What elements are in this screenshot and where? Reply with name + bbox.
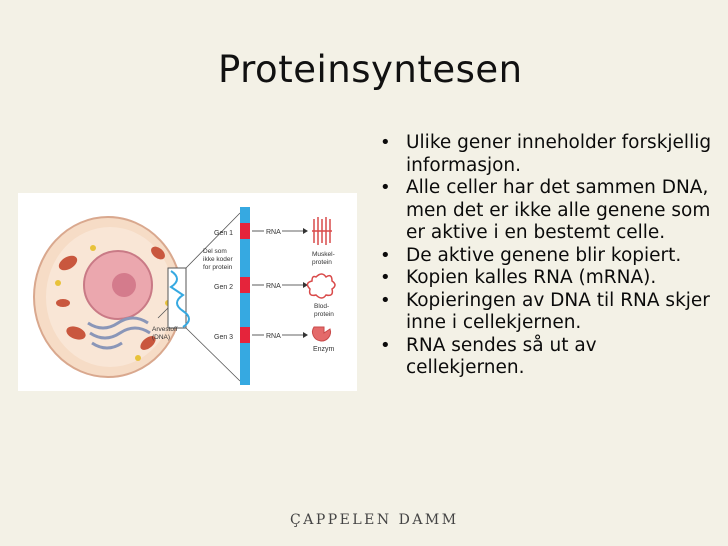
bullet-text: Alle celler har det sammen DNA, men det … [406, 177, 711, 243]
arvestoff-label-2: (DNA) [152, 334, 170, 341]
gene-marker [240, 327, 250, 343]
cell-dna-illustration: Gen 1 Del som ikke koder for protein Gen… [33, 207, 336, 385]
bullet-item: • Ulike gener inneholder forskjellig info… [380, 132, 720, 177]
arvestoff-label-1: Arvestoff [152, 326, 178, 333]
vesicle [55, 280, 61, 286]
bullet-text: De aktive genene blir kopiert. [406, 244, 682, 266]
bullet-dot: • [380, 177, 391, 198]
slide-title: Proteinsyntesen [218, 48, 523, 91]
dna-bar [240, 207, 250, 385]
nucleolus [112, 273, 136, 297]
zoom-line [185, 212, 241, 269]
enzyme-icon [312, 326, 331, 342]
blood-label-2: protein [314, 311, 334, 318]
bullet-text: Kopieringen av DNA til RNA skjer inne i … [406, 289, 710, 334]
muscle-label-1: Muskel- [312, 251, 335, 258]
muscle-label-2: protein [312, 259, 332, 266]
blood-label-1: Blod- [314, 303, 329, 310]
del-label-1: Del som [203, 248, 227, 255]
bullet-text: RNA sendes så ut av cellekjernen. [406, 334, 597, 379]
bullet-list: • Ulike gener inneholder forskjellig info… [380, 132, 720, 380]
gen3-label: Gen 3 [214, 334, 233, 341]
dna-helix [169, 270, 190, 328]
blood-protein-icon [306, 273, 336, 299]
gene-marker [240, 223, 250, 239]
rna2-label: RNA [266, 283, 281, 290]
bullet-dot: • [380, 267, 391, 288]
publisher-logo: ÇAPPELEN DAMM [290, 512, 459, 528]
del-label-2: ikke koder [203, 256, 233, 263]
bullet-item: • Kopien kalles RNA (mRNA). [380, 267, 720, 290]
mitochondrion [151, 246, 165, 260]
endoplasmic-reticulum [91, 341, 123, 350]
bullet-text: Ulike gener inneholder forskjellig infor… [406, 132, 712, 176]
bullet-dot: • [380, 132, 391, 153]
arrow-head [303, 228, 308, 234]
bullet-dot: • [380, 289, 391, 311]
bullet-item: • Kopieringen av DNA til RNA skjer inne i… [380, 290, 720, 335]
bullet-text: Kopien kalles RNA (mRNA). [406, 267, 657, 288]
rna3-label: RNA [266, 333, 281, 340]
zoom-line [185, 327, 241, 382]
mitochondrion [56, 299, 70, 307]
gene-marker [240, 277, 250, 293]
bullet-item: • RNA sendes så ut av cellekjernen. [380, 335, 720, 380]
bullet-dot: • [380, 334, 391, 356]
endoplasmic-reticulum [89, 326, 151, 340]
bullet-item: • De aktive genene blir kopiert. [380, 245, 720, 268]
endoplasmic-reticulum [87, 316, 149, 330]
vesicle [90, 245, 96, 251]
enzyme-label: Enzym [313, 346, 335, 353]
rna1-label: RNA [266, 229, 281, 236]
cell-dna-figure: Gen 1 Del som ikke koder for protein Gen… [18, 193, 357, 391]
arrow-head [303, 332, 308, 338]
bullet-item: • Alle celler har det sammen DNA, men det… [380, 177, 720, 245]
bullet-dot: • [380, 244, 391, 266]
gen1-label: Gen 1 [214, 230, 233, 237]
del-label-3: for protein [203, 264, 233, 271]
muscle-protein-icon [312, 217, 332, 245]
pointer-line [157, 307, 169, 319]
mitochondrion [66, 326, 86, 340]
mitochondrion [58, 255, 78, 271]
arrow-head [303, 282, 308, 288]
vesicle [135, 355, 141, 361]
dna-helix-box [167, 267, 187, 329]
gen2-label: Gen 2 [214, 284, 233, 291]
mitochondrion [140, 336, 156, 350]
